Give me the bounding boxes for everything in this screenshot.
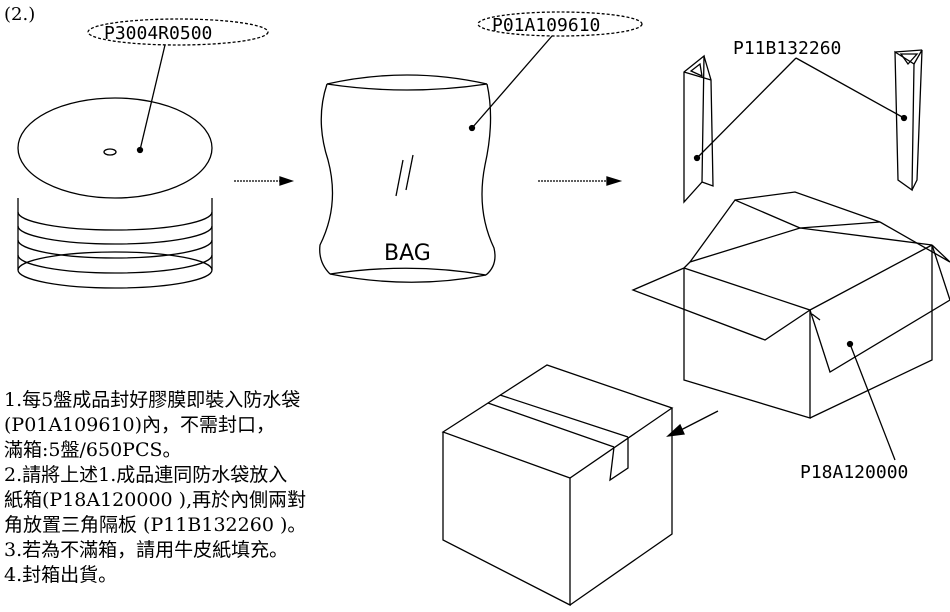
closed-box	[441, 364, 674, 607]
bag-label-ellipse	[477, 11, 643, 37]
packing-instructions: 1.每5盤成品封好膠膜即裝入防水袋 (P01A109610)內，不需封口， 滿箱…	[4, 388, 404, 588]
reel-label-ellipse	[87, 18, 269, 46]
divider-part-number: P11B132260	[733, 38, 841, 59]
reel-leader-line	[139, 44, 166, 151]
divider-leader-left	[696, 57, 797, 159]
divider-leader-right	[795, 57, 905, 119]
bag-text: BAG	[384, 241, 431, 266]
instruction-line-4: 2.請將上述1.成品連同防水袋放入	[4, 464, 288, 486]
instruction-line-7: 3.若為不滿箱，請用牛皮紙填充。	[4, 539, 289, 561]
reel-part-number: P3004R0500	[104, 23, 212, 44]
instruction-line-2: (P01A109610)內，不需封口，	[4, 414, 276, 436]
triangle-divider-left	[683, 54, 714, 204]
arrow-diagonal	[666, 410, 719, 437]
arrow-right-2	[538, 176, 623, 186]
bag-illustration	[319, 74, 496, 283]
instruction-line-3: 滿箱:5盤/650PCS。	[4, 439, 182, 461]
carton-leader-line	[849, 343, 896, 461]
instruction-line-5: 紙箱(P18A120000 ),再於內側兩對	[4, 489, 307, 511]
open-carton	[631, 191, 950, 419]
bag-leader-line	[471, 35, 553, 129]
arrow-right-1	[234, 176, 295, 186]
triangle-divider-right	[894, 49, 923, 192]
instruction-line-1: 1.每5盤成品封好膠膜即裝入防水袋	[4, 389, 301, 411]
step-label: (2.)	[4, 4, 35, 25]
instruction-line-8: 4.封箱出貨。	[4, 564, 118, 586]
bag-part-number: P01A109610	[492, 15, 600, 36]
carton-part-number: P18A120000	[800, 462, 908, 483]
instruction-line-6: 角放置三角隔板 (P11B132260 )。	[4, 514, 307, 536]
reel-stack	[17, 97, 213, 289]
